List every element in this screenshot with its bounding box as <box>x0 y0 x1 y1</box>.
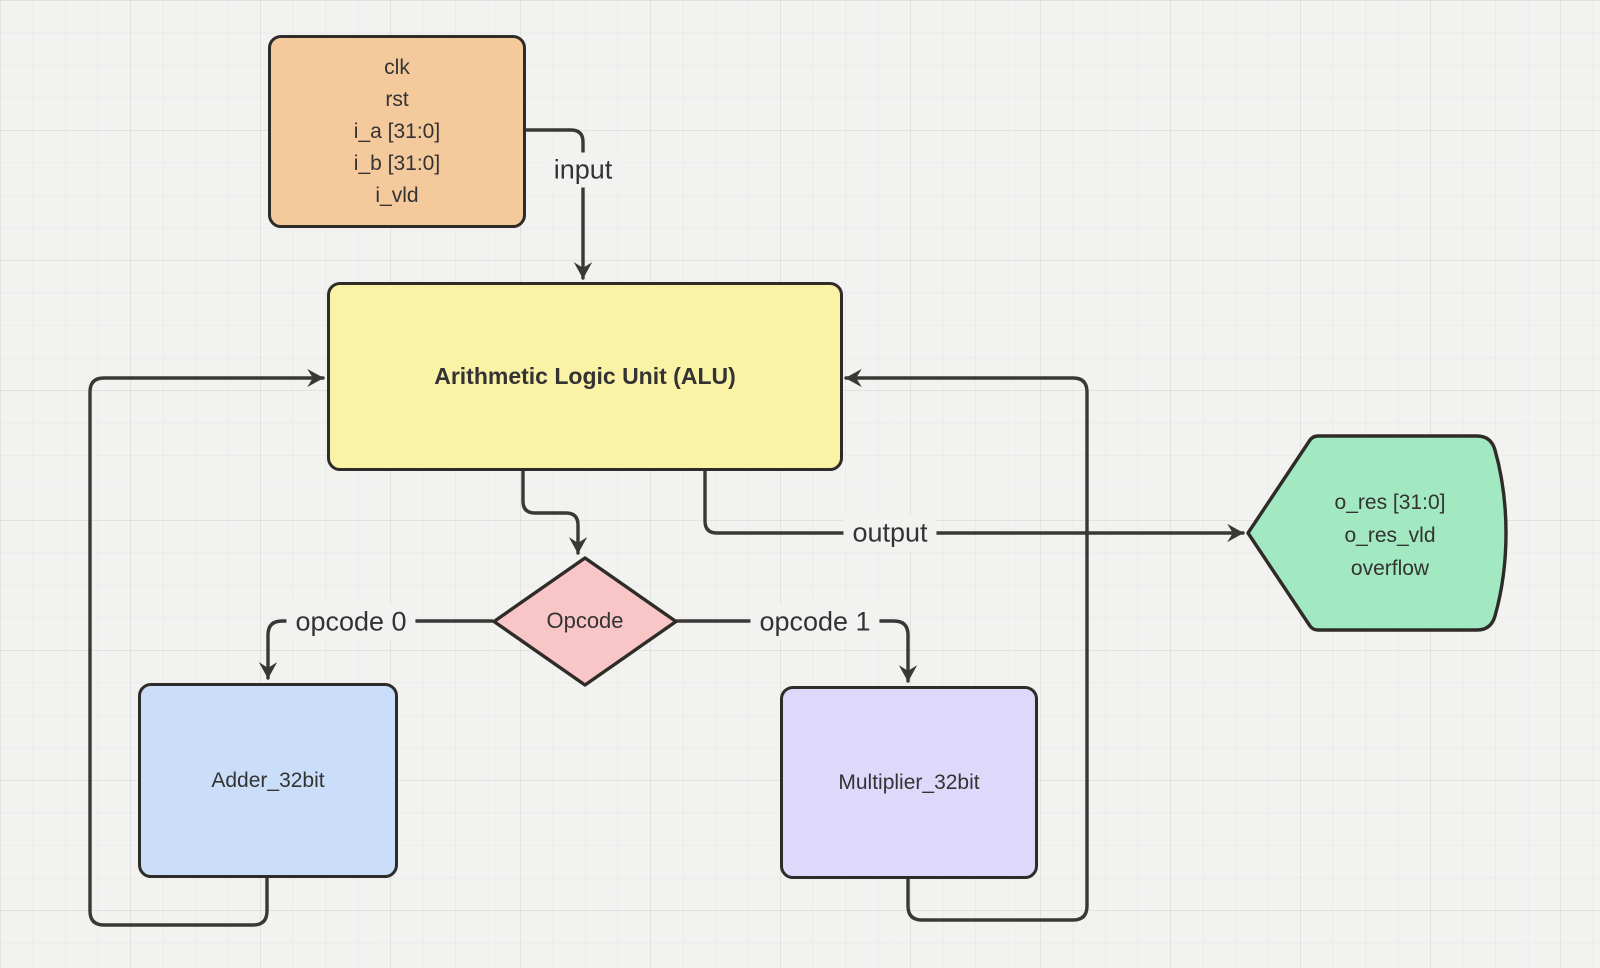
node-text-line: rst <box>385 87 409 111</box>
node-text-line: o_res_vld <box>1344 523 1436 547</box>
edge-opcode1-connector[interactable] <box>675 619 918 683</box>
node-adder-label: Adder_32bit <box>211 768 325 792</box>
edge-multiplier-feedback-connector[interactable] <box>844 368 1089 922</box>
node-multiplier-label: Multiplier_32bit <box>838 770 980 794</box>
node-alu-label: Arithmetic Logic Unit (ALU) <box>434 363 736 389</box>
edge-opcode0-connector[interactable] <box>258 619 494 680</box>
node-text-line: i_b [31:0] <box>353 151 441 175</box>
edge-output-connector[interactable] <box>703 468 1245 543</box>
edge-alu-to-opcode-connector[interactable] <box>521 468 588 555</box>
node-input-signals[interactable]: clk rst i_a [31:0] i_b [31:0] i_vld <box>268 35 526 228</box>
edge-label-output[interactable]: output <box>843 515 937 551</box>
connectors-group <box>88 128 1245 927</box>
node-multiplier[interactable]: Multiplier_32bit <box>780 686 1038 879</box>
edge-adder-feedback-connector[interactable] <box>88 368 325 927</box>
node-output-signals-label: o_res [31:0] o_res_vld overflow <box>1280 465 1500 605</box>
node-text-line: o_res [31:0] <box>1334 490 1446 514</box>
node-text-line: i_vld <box>375 183 419 207</box>
node-text-line: i_a [31:0] <box>353 119 441 143</box>
edge-label-input[interactable]: input <box>544 152 622 188</box>
node-output-display-shape[interactable] <box>1246 434 1508 632</box>
edge-label-opcode1[interactable]: opcode 1 <box>750 604 880 640</box>
node-opcode-label: Opcode <box>505 601 665 641</box>
edge-input-connector[interactable] <box>525 128 593 280</box>
node-text-line: overflow <box>1350 556 1430 580</box>
node-text-line: clk <box>384 55 410 79</box>
node-text-line: Opcode <box>546 608 624 633</box>
edge-label-opcode0[interactable]: opcode 0 <box>286 604 416 640</box>
node-adder[interactable]: Adder_32bit <box>138 683 398 878</box>
node-alu[interactable]: Arithmetic Logic Unit (ALU) <box>327 282 843 471</box>
node-opcode-diamond[interactable] <box>492 556 678 687</box>
